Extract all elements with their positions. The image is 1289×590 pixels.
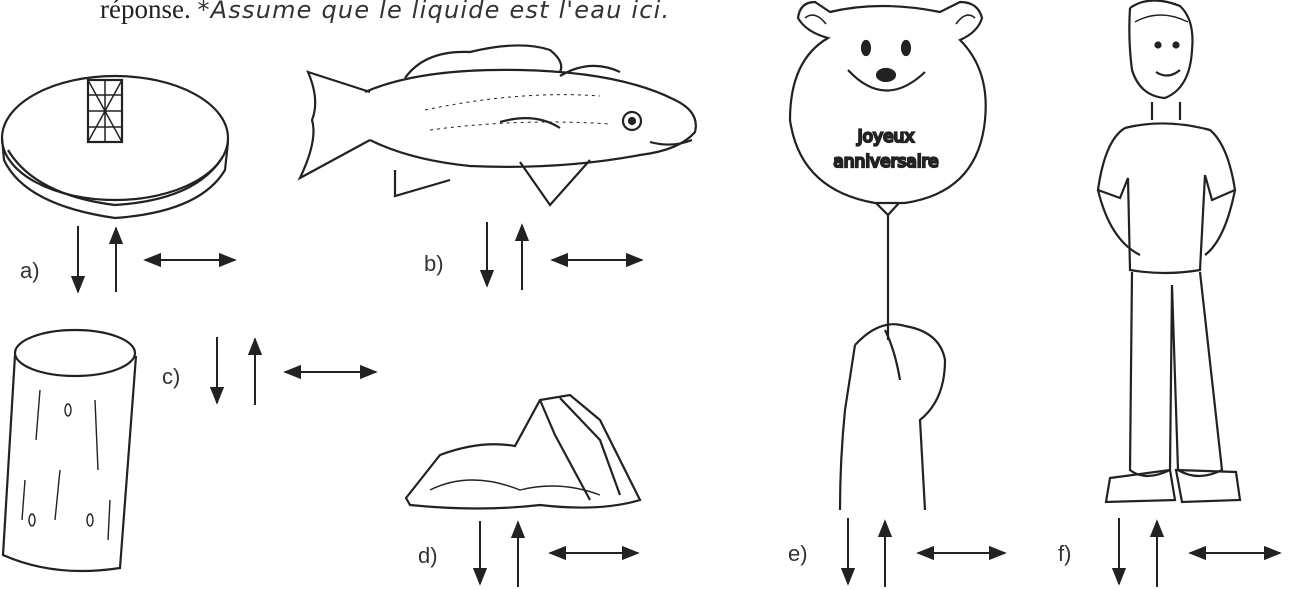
balloon-drawing: Joyeux anniversaire	[790, 2, 986, 510]
balloon-text-line1: Joyeux	[857, 127, 915, 147]
arrows-d	[480, 521, 638, 587]
arrows-f	[1119, 518, 1280, 587]
bracelet-drawing	[2, 76, 228, 218]
cork-drawing	[3, 330, 136, 571]
arrows-c	[217, 337, 376, 405]
arrows-a	[78, 226, 235, 292]
fish-drawing	[300, 45, 696, 205]
arrows-b	[487, 222, 642, 290]
person-drawing	[1098, 0, 1240, 502]
rock-drawing	[406, 395, 640, 509]
balloon-text-line2: anniversaire	[833, 152, 938, 172]
arrows-e	[848, 518, 1005, 587]
